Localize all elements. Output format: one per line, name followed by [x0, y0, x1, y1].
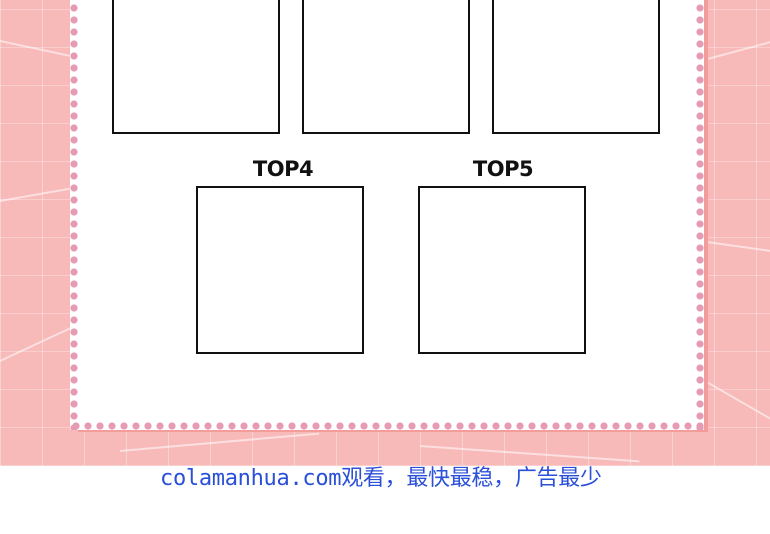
top4-label: TOP4 — [252, 157, 314, 181]
top5-label: TOP5 — [472, 157, 534, 181]
top2-photo-slot[interactable] — [302, 0, 470, 134]
background-light-ray — [704, 380, 770, 427]
top4-photo-slot[interactable] — [196, 186, 364, 354]
dotted-border-bottom — [70, 421, 704, 431]
top3-photo-slot[interactable] — [492, 0, 660, 134]
dotted-border-right — [695, 0, 705, 430]
background-light-ray — [699, 240, 770, 255]
site-watermark: colamanhua.com观看，最快最稳，广告最少 — [160, 466, 602, 491]
top1-photo-slot[interactable] — [112, 0, 280, 134]
background-light-ray — [119, 432, 320, 452]
ranking-card: TOP4 TOP5 — [69, 0, 705, 431]
background-light-ray — [699, 36, 770, 62]
top5-photo-slot[interactable] — [418, 186, 586, 354]
dotted-border-left — [69, 0, 79, 430]
